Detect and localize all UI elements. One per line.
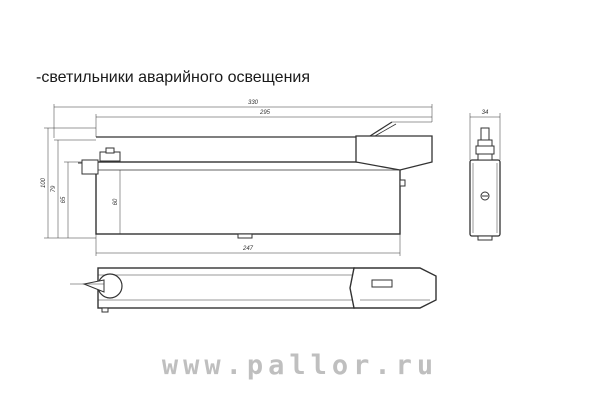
left-clip — [81, 159, 99, 175]
watermark: www.pallor.ru — [161, 350, 439, 381]
plan-body — [97, 267, 355, 309]
dimension-labels: 330 295 247 100 79 65 60 34 — [41, 100, 489, 252]
dim-height-mid: 79 — [51, 185, 57, 192]
plan-head — [349, 267, 437, 309]
front-dimensions — [44, 104, 501, 256]
dim-overall-length: 330 — [248, 100, 259, 106]
dim-side-width: 34 — [482, 110, 489, 116]
dim-body-length: 295 — [259, 110, 271, 116]
plan-indicator — [371, 279, 393, 288]
dim-body-height: 60 — [113, 198, 119, 205]
side-view — [469, 127, 501, 241]
front-view — [78, 121, 433, 239]
dim-height-total: 100 — [41, 177, 47, 188]
page-heading: -светильники аварийного освещения — [36, 69, 310, 86]
dim-base-length: 247 — [242, 246, 254, 252]
right-head — [355, 135, 433, 171]
dim-height-low: 65 — [61, 196, 67, 203]
luminaire-body — [95, 161, 401, 235]
plan-view — [70, 267, 437, 313]
